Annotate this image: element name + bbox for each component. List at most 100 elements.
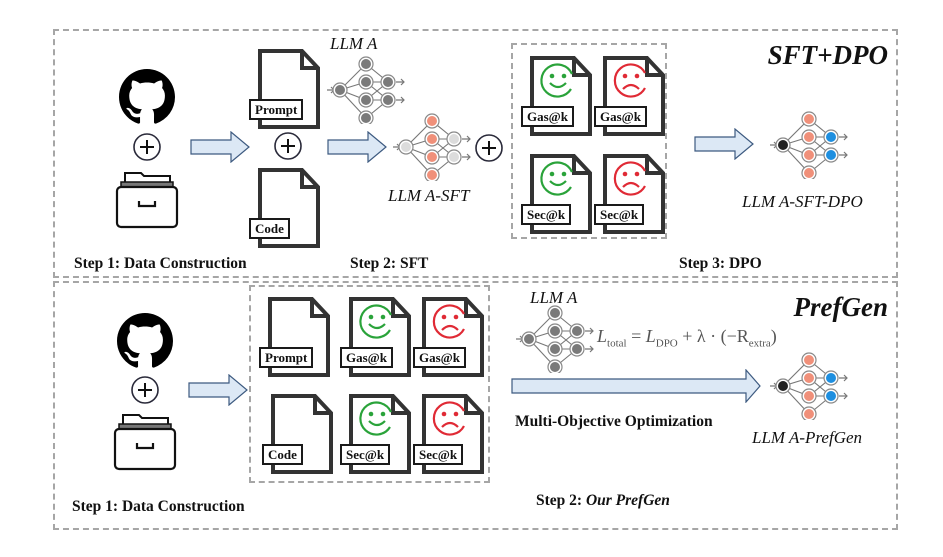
smiley-face-icon [359,401,393,436]
step-label: Step 1: Data Construction [74,255,247,272]
document-label: Sec@k [594,204,645,225]
preference-document: Gas@k [594,55,666,137]
smiley-face-icon [540,63,574,98]
network-node [826,150,836,160]
model-label-prefgen: LLM A-PrefGen [752,428,863,447]
output-arrow [839,374,848,382]
preference-document: Sec@k [413,393,485,475]
network-node [361,95,371,105]
network-node [427,134,437,144]
preference-document: Sec@k [521,153,593,235]
network-node [804,373,814,383]
document-label: Gas@k [413,347,466,368]
network-node [804,132,814,142]
network-node [804,355,814,365]
preference-data-box [511,43,667,239]
prompt-document: Prompt [249,48,321,130]
document-label: Sec@k [521,204,572,225]
network-node [550,326,560,336]
loss-formula: Ltotal = LDPO + λ · (−Rextra) [597,326,777,350]
step-label: Step 1: Data Construction [72,498,245,515]
neural-network-icon [770,111,848,179]
model-label-sft: LLM A-SFT [388,186,470,205]
neural-network-icon [393,113,471,181]
output-arrow [839,392,848,400]
document-label: Sec@k [413,444,464,465]
network-node [449,134,459,144]
network-node [572,344,582,354]
network-node [550,362,560,372]
document-label: Gas@k [340,347,393,368]
output-arrow [839,151,848,159]
model-label-base: LLM A [330,34,378,53]
plus-circle-icon [474,133,504,168]
output-arrow [585,345,594,353]
network-node [804,391,814,401]
output-arrow [462,153,471,161]
step-label: Step 2: Our PrefGen [536,492,670,509]
output-arrow [839,133,848,141]
document-label: Prompt [259,347,314,368]
github-icon [119,69,175,130]
sft-dpo-panel [53,29,898,278]
network-node [572,326,582,336]
block-arrow-icon[interactable] [190,130,250,168]
block-arrow-icon[interactable] [694,127,754,165]
github-icon [117,313,173,374]
network-node [826,391,836,401]
network-node [804,150,814,160]
sad-face-icon [432,401,465,436]
output-arrow [396,78,405,86]
document-label: Gas@k [594,106,647,127]
prompt-document: Prompt [259,296,331,378]
network-node [804,114,814,124]
panel-title-sft-dpo: SFT+DPO [767,40,888,70]
network-node [361,59,371,69]
network-node [383,77,393,87]
file-cabinet-icon [115,168,179,235]
model-label-dpo: LLM A-SFT-DPO [742,192,863,211]
block-arrow-icon[interactable] [511,368,761,408]
output-arrow [462,135,471,143]
document-label: Sec@k [340,444,391,465]
network-node [778,381,788,391]
neural-network-icon [327,56,405,124]
document-label: Code [249,218,290,239]
preference-document: Gas@k [340,296,412,378]
network-node [524,334,534,344]
network-node [826,132,836,142]
preference-document: Sec@k [340,393,412,475]
plus-circle-icon [132,132,162,167]
smiley-face-icon [359,304,393,339]
network-node [361,113,371,123]
document-label: Prompt [249,99,304,120]
output-arrow [585,327,594,335]
document-label: Gas@k [521,106,574,127]
preference-document: Gas@k [521,55,593,137]
network-node [804,168,814,178]
network-node [427,152,437,162]
network-node [427,116,437,126]
document-label: Code [262,444,303,465]
code-document: Code [262,393,334,475]
sad-face-icon [613,161,646,196]
preference-document: Gas@k [413,296,485,378]
plus-circle-icon [273,131,303,166]
network-node [826,373,836,383]
network-node [778,140,788,150]
neural-network-icon [770,352,848,420]
step-label: Step 3: DPO [679,255,762,272]
optimization-label: Multi-Objective Optimization [515,413,713,430]
smiley-face-icon [540,161,574,196]
network-node [804,409,814,419]
network-node [550,344,560,354]
block-arrow-icon[interactable] [188,373,248,411]
network-node [401,142,411,152]
step-label: Step 2: SFT [350,255,429,272]
output-arrow [396,96,405,104]
sad-face-icon [613,63,646,98]
panel-title-prefgen: PrefGen [793,292,888,322]
plus-circle-icon [130,375,160,410]
block-arrow-icon[interactable] [327,130,387,168]
sad-face-icon [432,304,465,339]
